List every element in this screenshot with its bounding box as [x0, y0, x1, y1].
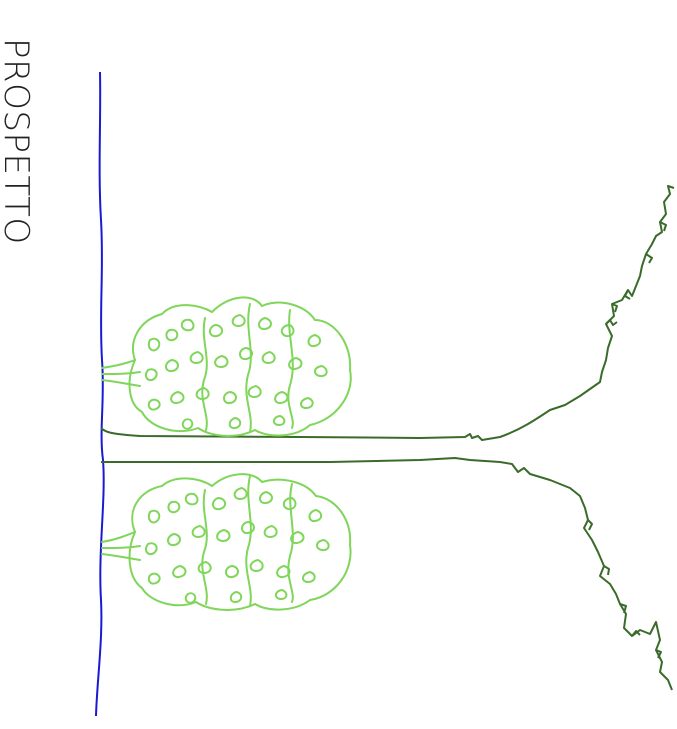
- tree-icon: [101, 473, 352, 611]
- tree-icon: [101, 296, 352, 437]
- main-tree: [100, 185, 675, 691]
- ground-line: [95, 71, 105, 717]
